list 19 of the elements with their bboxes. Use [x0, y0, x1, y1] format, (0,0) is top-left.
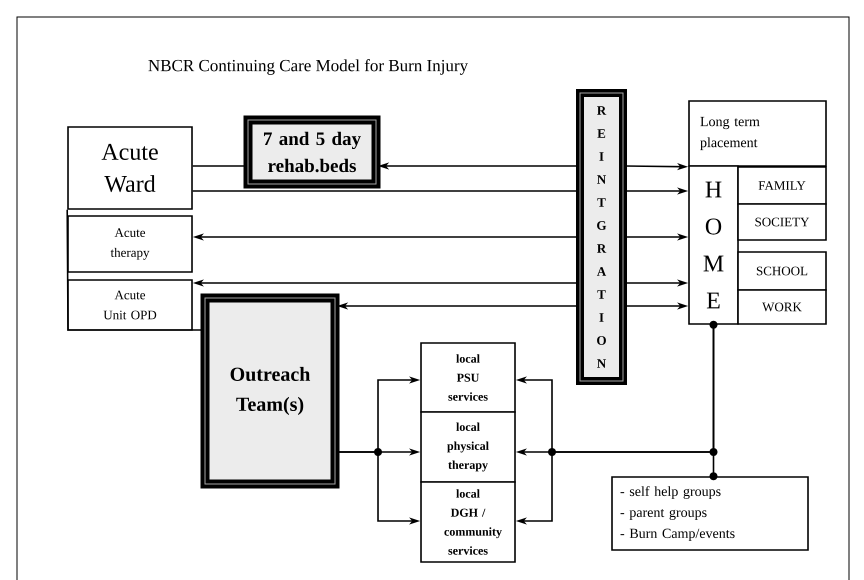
connector-line [192, 165, 246, 167]
vertical-banner: REINTGRATION [576, 89, 627, 385]
category-box: SOCIETY [737, 203, 827, 241]
connector-line [66, 210, 203, 331]
title: NBCR Continuing Care Model for Burn Injury [148, 59, 468, 75]
connector-line [192, 190, 578, 192]
category-box: WORK [737, 289, 827, 325]
highlighted-box: 7 and 5 day rehab.beds [244, 116, 380, 188]
list-box: - self help groups - parent groups - Burn Camp/events [611, 476, 809, 551]
unit-box: Acute Ward [67, 126, 193, 210]
category-box: SCHOOL [737, 251, 827, 291]
arrow [710, 320, 718, 480]
service-box: local DGH / community services [420, 481, 516, 563]
category-box: FAMILY [737, 166, 827, 205]
service-box: local physical therapy [420, 411, 516, 483]
highlighted-box: Outreach Team(s) [200, 294, 340, 488]
service-box: local PSU services [420, 342, 516, 413]
unit-box: Acute therapy [67, 215, 193, 273]
unit-box: Acute Unit OPD [67, 279, 193, 331]
